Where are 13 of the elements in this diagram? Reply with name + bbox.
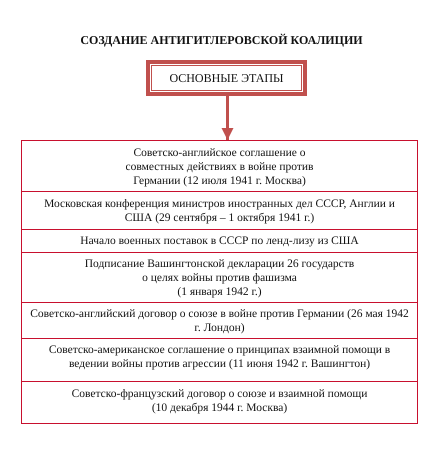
stage-text: (1 января 1942 г.) [177, 285, 262, 299]
stage-text: Советско-английское соглашение о совместных действиях в войне против Германии (12 июля 1941 г. Москва) [124, 146, 314, 188]
header-text: ОСНОВНЫЕ ЭТАПЫ [169, 71, 284, 85]
stage-text: Московская конференция министров иностранных дел СССР, Англии и США (29 сентября – 1 октября 1941 г.) [43, 197, 396, 225]
stage-text: Начало военных поставок в СССР по ленд-лизу из США [80, 234, 359, 248]
stage-text: Советско-английский договор о союзе в войне против Германии (26 мая 1942 г. Лондон) [29, 307, 410, 335]
stage-text: Советско-американское соглашение о принципах взаимной помощи в ведении войны против агрессии (11 июня 1942 г. Вашингтон) [48, 343, 392, 371]
stage-text: Советско-французский договор о союзе и взаимной помощи (10 декабря 1944 г. Москва) [70, 387, 368, 415]
diagram-title: СОЗДАНИЕ АНТИГИТЛЕРОВСКОЙ КОАЛИЦИИ [80, 33, 363, 47]
arrow [222, 96, 234, 140]
stage-text: Подписание Вашингтонской декларации 26 государств о целях войны против фашизма [84, 257, 356, 285]
stages-table [21, 140, 418, 424]
stages-header-box [146, 60, 307, 96]
